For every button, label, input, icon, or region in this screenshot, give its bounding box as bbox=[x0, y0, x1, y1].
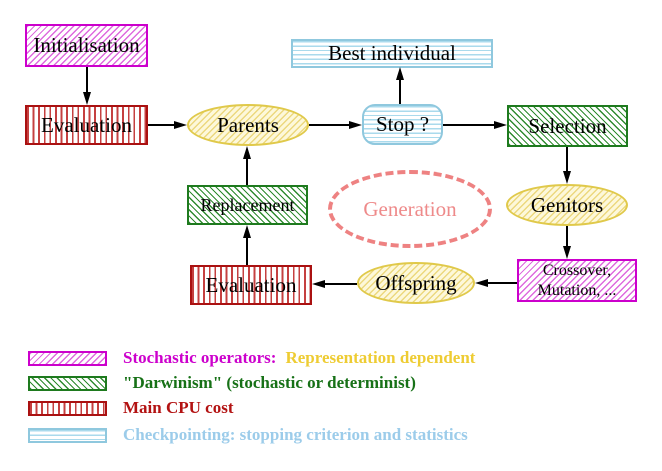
node-offspring: Offspring bbox=[357, 262, 475, 304]
node-offspring-label: Offspring bbox=[375, 270, 457, 295]
node-selection: Selection bbox=[507, 105, 628, 147]
generation-cycle-ellipse: Generation bbox=[328, 170, 492, 248]
node-stop: Stop ? bbox=[362, 104, 443, 145]
legend-row-cpu: Main CPU cost bbox=[28, 398, 233, 418]
node-parents-label: Parents bbox=[217, 112, 279, 137]
legend-label-darwinism: "Darwinism" (stochastic or determinist) bbox=[123, 373, 416, 392]
legend-label-representation: Representation dependent bbox=[285, 348, 476, 367]
generation-label: Generation bbox=[363, 196, 457, 221]
node-replacement-label: Replacement bbox=[200, 194, 295, 215]
node-evaluation-top-label: Evaluation bbox=[41, 112, 132, 137]
node-selection-label: Selection bbox=[528, 113, 607, 138]
legend-row-darwinism: "Darwinism" (stochastic or determinist) bbox=[28, 373, 416, 393]
node-initialisation-label: Initialisation bbox=[33, 33, 140, 57]
legend-swatch-cpu bbox=[28, 400, 107, 416]
legend-label-checkpointing: Checkpointing: stopping criterion and st… bbox=[123, 425, 468, 444]
node-crossover-line1: Crossover, bbox=[542, 261, 612, 279]
legend-label-stochastic: Stochastic operators: bbox=[123, 348, 277, 367]
node-crossover-mutation: Crossover, Mutation, ... bbox=[517, 259, 637, 302]
node-stop-label: Stop ? bbox=[375, 112, 430, 136]
node-evaluation-bottom: Evaluation bbox=[190, 265, 312, 305]
legend-swatch-darwinism bbox=[28, 375, 107, 391]
node-best-individual-label: Best individual bbox=[328, 41, 456, 65]
node-initialisation: Initialisation bbox=[25, 24, 148, 67]
node-crossover-line2: Mutation, ... bbox=[537, 281, 617, 299]
node-genitors-label: Genitors bbox=[530, 192, 604, 217]
node-replacement: Replacement bbox=[187, 185, 308, 225]
legend-swatch-checkpointing bbox=[28, 427, 107, 443]
node-evaluation-bottom-label: Evaluation bbox=[205, 272, 297, 297]
node-parents: Parents bbox=[187, 104, 309, 146]
legend-label-cpu: Main CPU cost bbox=[123, 398, 234, 417]
legend-row-stochastic: Stochastic operators: Representation dep… bbox=[28, 348, 475, 368]
legend-row-checkpointing: Checkpointing: stopping criterion and st… bbox=[28, 425, 468, 445]
node-evaluation-top: Evaluation bbox=[25, 105, 148, 145]
node-best-individual: Best individual bbox=[291, 39, 493, 68]
legend-swatch-stochastic bbox=[28, 350, 107, 366]
node-genitors: Genitors bbox=[506, 184, 628, 226]
